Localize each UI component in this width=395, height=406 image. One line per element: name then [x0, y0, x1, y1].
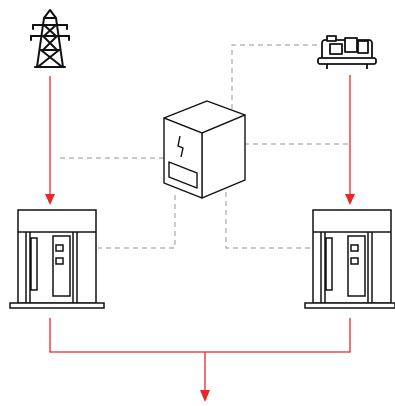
power-line-output-bus: [49, 318, 351, 353]
control-line-generator: [231, 44, 317, 112]
cabinet-display: [168, 161, 198, 189]
cabinet-lightning: [177, 135, 184, 158]
right-switchgear-cabinet-icon: [304, 209, 395, 309]
power-lines: [49, 75, 351, 392]
arrowheads: [45, 194, 355, 402]
arrowhead-utility: [45, 194, 55, 205]
generator-icon: [317, 35, 377, 69]
controller-cabinet-icon: [163, 100, 246, 199]
transmission-tower-icon: [30, 9, 70, 68]
control-line-left-switch: [98, 195, 176, 249]
control-lines: [60, 44, 348, 249]
left-switchgear-cabinet-icon: [9, 209, 105, 309]
arrowhead-output: [200, 390, 210, 402]
arrowhead-generator: [345, 194, 355, 205]
control-line-right-switch: [225, 192, 313, 249]
